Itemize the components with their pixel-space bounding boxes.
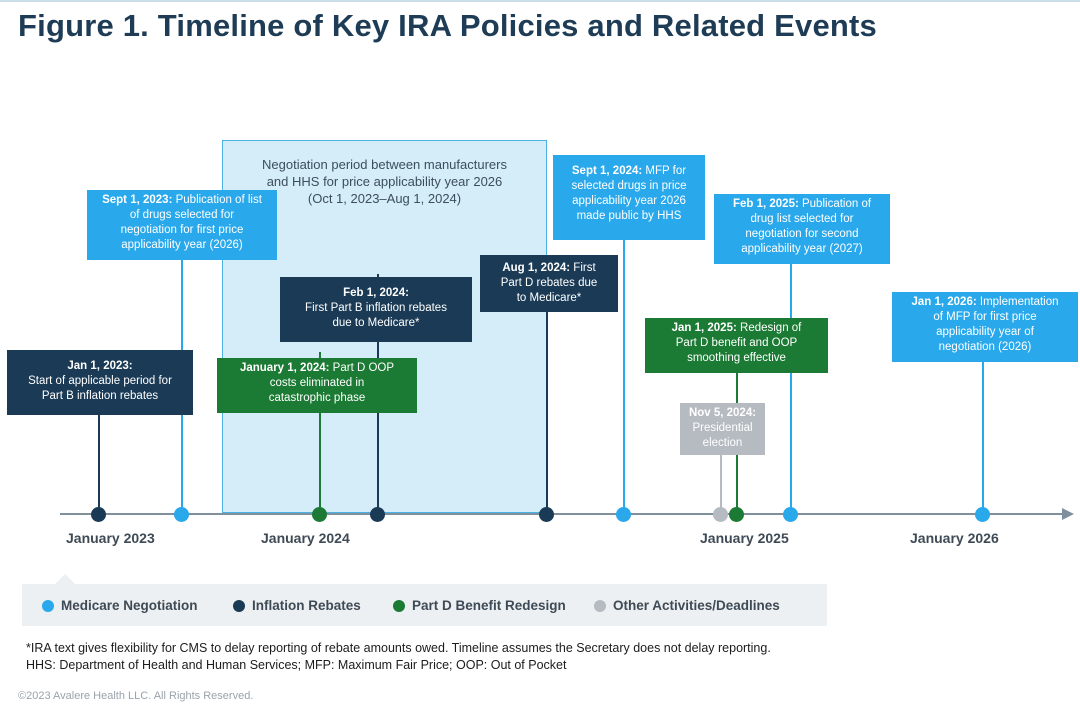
axis-label-2026: January 2026 [910, 530, 999, 546]
legend-medicare-negotiation: Medicare Negotiation [42, 598, 198, 613]
footnote-2: HHS: Department of Health and Human Serv… [26, 658, 567, 672]
footnote-1: *IRA text gives flexibility for CMS to d… [26, 641, 771, 655]
event-jan-2024: January 1, 2024: Part D OOP costs elimin… [217, 358, 417, 413]
event-aug-2024: Aug 1, 2024: First Part D rebates due to… [480, 255, 618, 312]
legend-dot-partd [393, 599, 405, 612]
legend-part-d-redesign: Part D Benefit Redesign [393, 598, 566, 613]
figure-title: Figure 1. Timeline of Key IRA Policies a… [18, 8, 877, 43]
legend-other-activities: Other Activities/Deadlines [594, 598, 780, 613]
timeline-arrow-icon [1062, 508, 1074, 520]
negotiation-period-label: Negotiation period between manufacturers… [222, 156, 547, 207]
dot-jan2026 [975, 507, 990, 522]
event-jan-2026: Jan 1, 2026: Implementation of MFP for f… [892, 292, 1078, 362]
event-jan-2023: Jan 1, 2023: Start of applicable period … [7, 350, 193, 415]
dot-aug2024 [539, 507, 554, 522]
negotiation-line-2: and HHS for price applicability year 202… [266, 174, 503, 189]
stem-jan2024 [319, 352, 321, 514]
dot-jan2025 [729, 507, 744, 522]
stem-sep2024 [623, 240, 625, 514]
axis-label-2023: January 2023 [66, 530, 155, 546]
top-rule [0, 0, 1080, 2]
legend-inflation-rebates: Inflation Rebates [233, 598, 361, 613]
event-feb-2025: Feb 1, 2025: Publication of drug list se… [714, 194, 890, 264]
dot-feb2025 [783, 507, 798, 522]
axis-label-2024: January 2024 [261, 530, 350, 546]
legend-notch [55, 574, 75, 584]
legend [22, 584, 827, 626]
copyright: ©2023 Avalere Health LLC. All Rights Res… [18, 690, 254, 702]
event-sept-2023: Sept 1, 2023: Publication of list of dru… [87, 190, 277, 260]
legend-dot-other [594, 599, 606, 612]
dot-jan2023 [91, 507, 106, 522]
event-nov-2024: Nov 5, 2024: Presidential election [680, 403, 765, 455]
dot-jan2024 [312, 507, 327, 522]
timeline-axis [60, 513, 1065, 515]
dot-feb2024 [370, 507, 385, 522]
stem-nov2024 [720, 455, 722, 514]
stem-aug2024 [546, 311, 548, 514]
legend-dot-medicare [42, 599, 54, 612]
legend-dot-inflation [233, 599, 245, 612]
dot-nov2024 [713, 507, 728, 522]
negotiation-line-3: (Oct 1, 2023–Aug 1, 2024) [307, 191, 462, 206]
negotiation-line-1: Negotiation period between manufacturers [262, 157, 507, 172]
axis-label-2025: January 2025 [700, 530, 789, 546]
stem-feb2025 [790, 264, 792, 514]
dot-sep2024 [616, 507, 631, 522]
event-feb-2024: Feb 1, 2024: First Part B inflation reba… [280, 277, 472, 342]
stem-jan2026 [982, 362, 984, 514]
event-jan-2025: Jan 1, 2025: Redesign of Part D benefit … [645, 318, 828, 373]
stem-jan2023 [98, 414, 100, 514]
event-sept-2024: Sept 1, 2024: MFP for selected drugs in … [553, 155, 705, 240]
dot-sep2023 [174, 507, 189, 522]
